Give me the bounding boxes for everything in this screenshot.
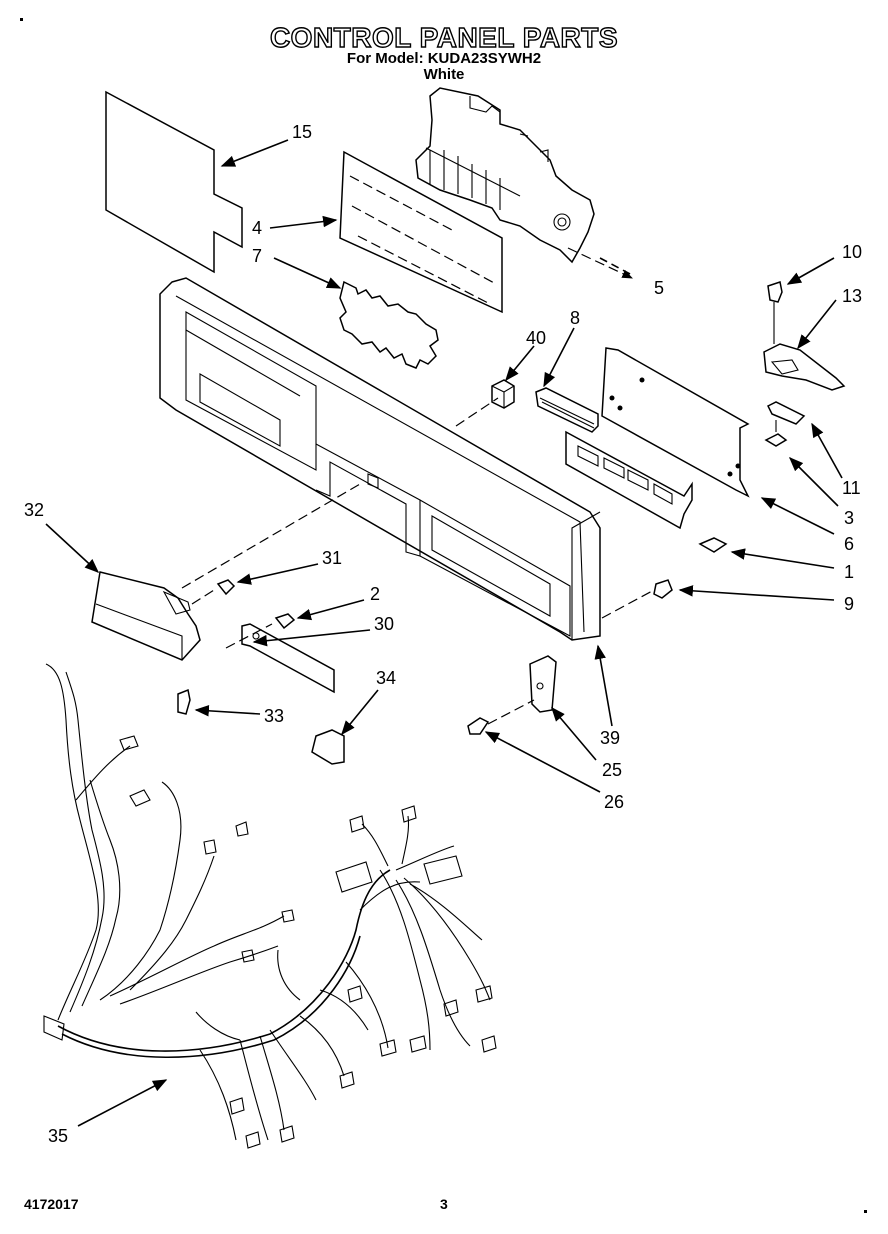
callout-35: 35 [48, 1126, 68, 1146]
part-10-screw [767, 281, 783, 344]
callout-39: 39 [600, 728, 620, 748]
part-15-insulation-sheet [105, 90, 243, 274]
callout-15: 15 [292, 122, 312, 142]
diagram-title: CONTROL PANEL PARTS [269, 21, 619, 53]
part-1-pad [698, 537, 728, 553]
callout-8: 8 [570, 308, 580, 328]
callout-13: 13 [842, 286, 862, 306]
part-31-screw [216, 579, 236, 596]
color-line: White [423, 66, 465, 83]
callout-10: 10 [842, 242, 862, 262]
small-clip [764, 433, 799, 465]
part-4-overlay-sheet [339, 150, 503, 314]
callout-3: 3 [844, 508, 854, 528]
part-2-screw [274, 613, 296, 630]
callout-32: 32 [24, 500, 44, 520]
callout-26: 26 [604, 792, 624, 812]
part-25-bracket [529, 655, 557, 713]
part-32-bracket [91, 571, 201, 661]
part-9-screw [653, 579, 673, 599]
part-5-control-module [415, 87, 633, 279]
part-34-clip [311, 729, 345, 765]
part-40-knob [491, 379, 515, 409]
callout-31: 31 [322, 548, 342, 568]
part-26-screw [467, 717, 490, 735]
document-number: 4172017 [24, 1196, 79, 1212]
callout-40: 40 [526, 328, 546, 348]
callout-11: 11 [842, 478, 861, 498]
part-8-ribbon-connector [535, 387, 599, 433]
part-35-wiring-harness [43, 663, 497, 1149]
callout-labels: 15 4 7 5 10 13 40 8 11 3 6 1 9 32 31 2 3… [24, 122, 862, 1146]
part-33-screw [177, 688, 191, 715]
callout-7: 7 [252, 246, 262, 266]
corner-mark [864, 1210, 867, 1213]
callout-34: 34 [376, 668, 396, 688]
corner-mark [20, 18, 23, 21]
callout-1: 1 [844, 562, 854, 582]
part-6-keypad-membrane [565, 430, 693, 530]
leader-lines [45, 139, 843, 1127]
console-panel [159, 277, 601, 641]
model-line: For Model: KUDA23SYWH2 [346, 50, 542, 67]
part-3-circuit-board [601, 347, 750, 498]
callout-5: 5 [654, 278, 664, 298]
part-11-bracket [766, 401, 806, 432]
callout-25: 25 [602, 760, 622, 780]
callout-30: 30 [374, 614, 394, 634]
part-30-strip [241, 623, 335, 694]
callout-9: 9 [844, 594, 854, 614]
callout-6: 6 [844, 534, 854, 554]
page-number: 3 [440, 1196, 448, 1212]
part-13-latch [763, 343, 846, 391]
callout-2: 2 [370, 584, 380, 604]
alignment-lines [181, 397, 655, 725]
callout-33: 33 [264, 706, 284, 726]
callout-4: 4 [252, 218, 262, 238]
part-7-circuit [339, 280, 439, 369]
